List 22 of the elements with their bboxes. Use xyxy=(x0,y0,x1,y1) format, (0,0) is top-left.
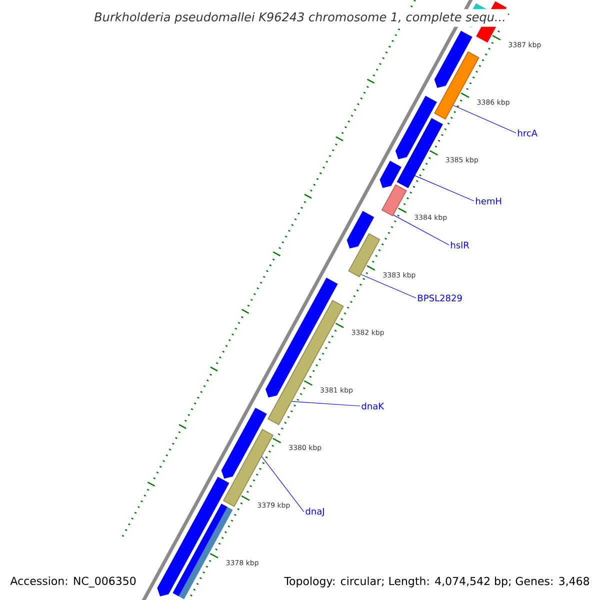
gene-feature xyxy=(172,504,228,596)
footer-text: Topology: circular; Length: 4,074,542 bp; Genes: 3,468 xyxy=(284,576,590,588)
gene-feature xyxy=(380,160,402,188)
leader-line xyxy=(453,105,516,134)
gene-label: dnaJ xyxy=(306,508,324,516)
gene-feature xyxy=(396,118,443,188)
gene-feature xyxy=(346,210,374,248)
leader-line xyxy=(393,214,450,246)
gene-feature xyxy=(395,96,437,160)
gene-label: BPSL2829 xyxy=(418,294,462,302)
gene-label: hrcA xyxy=(518,130,538,136)
leader-line xyxy=(414,175,474,202)
gene-feature xyxy=(266,278,338,398)
gene-feature xyxy=(221,408,267,479)
leader-line xyxy=(262,456,304,512)
gene-label: hemH xyxy=(476,198,502,204)
gene-feature xyxy=(348,233,380,278)
footer-text: Accession: NC_006350 xyxy=(10,576,136,588)
gene-label: hslR xyxy=(451,242,470,248)
leader-line xyxy=(360,274,416,298)
gene-feature xyxy=(434,30,472,88)
gene-label: dnaK xyxy=(362,402,384,410)
